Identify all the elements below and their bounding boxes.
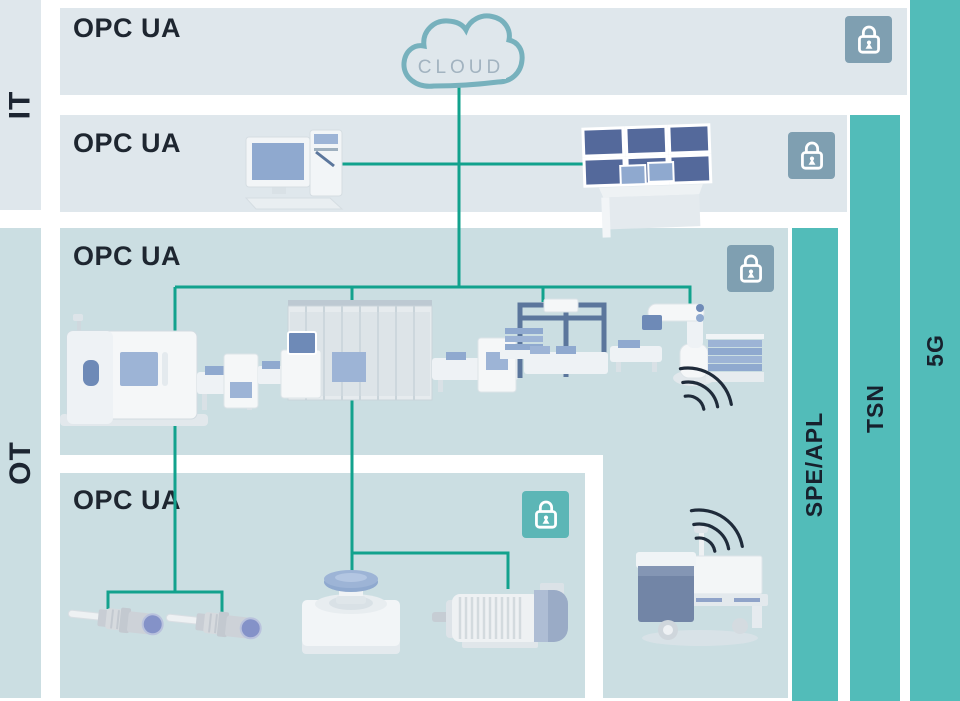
lock-icon <box>845 16 892 63</box>
lock-icon <box>727 245 774 292</box>
it-level-label: IT <box>3 90 37 120</box>
band-tsn: TSN <box>850 115 900 701</box>
band-5g: 5G <box>910 0 960 701</box>
lock-icon <box>788 132 835 179</box>
protocol-label-field-row: OPC UA <box>73 485 182 515</box>
band-5g-label: 5G <box>921 334 948 367</box>
ot-level-label: OT <box>3 441 37 485</box>
band-spe-apl-label: SPE/APL <box>801 411 828 518</box>
it-level-rail: IT <box>0 0 41 210</box>
ot-production-panel: OPC UA <box>60 228 788 455</box>
protocol-label-cloud-row: OPC UA <box>73 13 182 43</box>
protocol-label-it-row: OPC UA <box>73 128 182 158</box>
band-tsn-label: TSN <box>861 383 888 433</box>
it-row-panel: OPC UA <box>60 115 847 212</box>
lock-icon <box>522 491 569 538</box>
band-spe-apl: SPE/APL <box>792 228 838 701</box>
field-device-panel: OPC UA <box>60 473 585 698</box>
agv-area-panel <box>603 455 788 698</box>
cloud-row-panel: OPC UA <box>60 8 907 95</box>
protocol-label-ot-row: OPC UA <box>73 241 182 271</box>
ot-level-rail: OT <box>0 228 41 698</box>
cloud-label: CLOUD <box>416 57 506 79</box>
